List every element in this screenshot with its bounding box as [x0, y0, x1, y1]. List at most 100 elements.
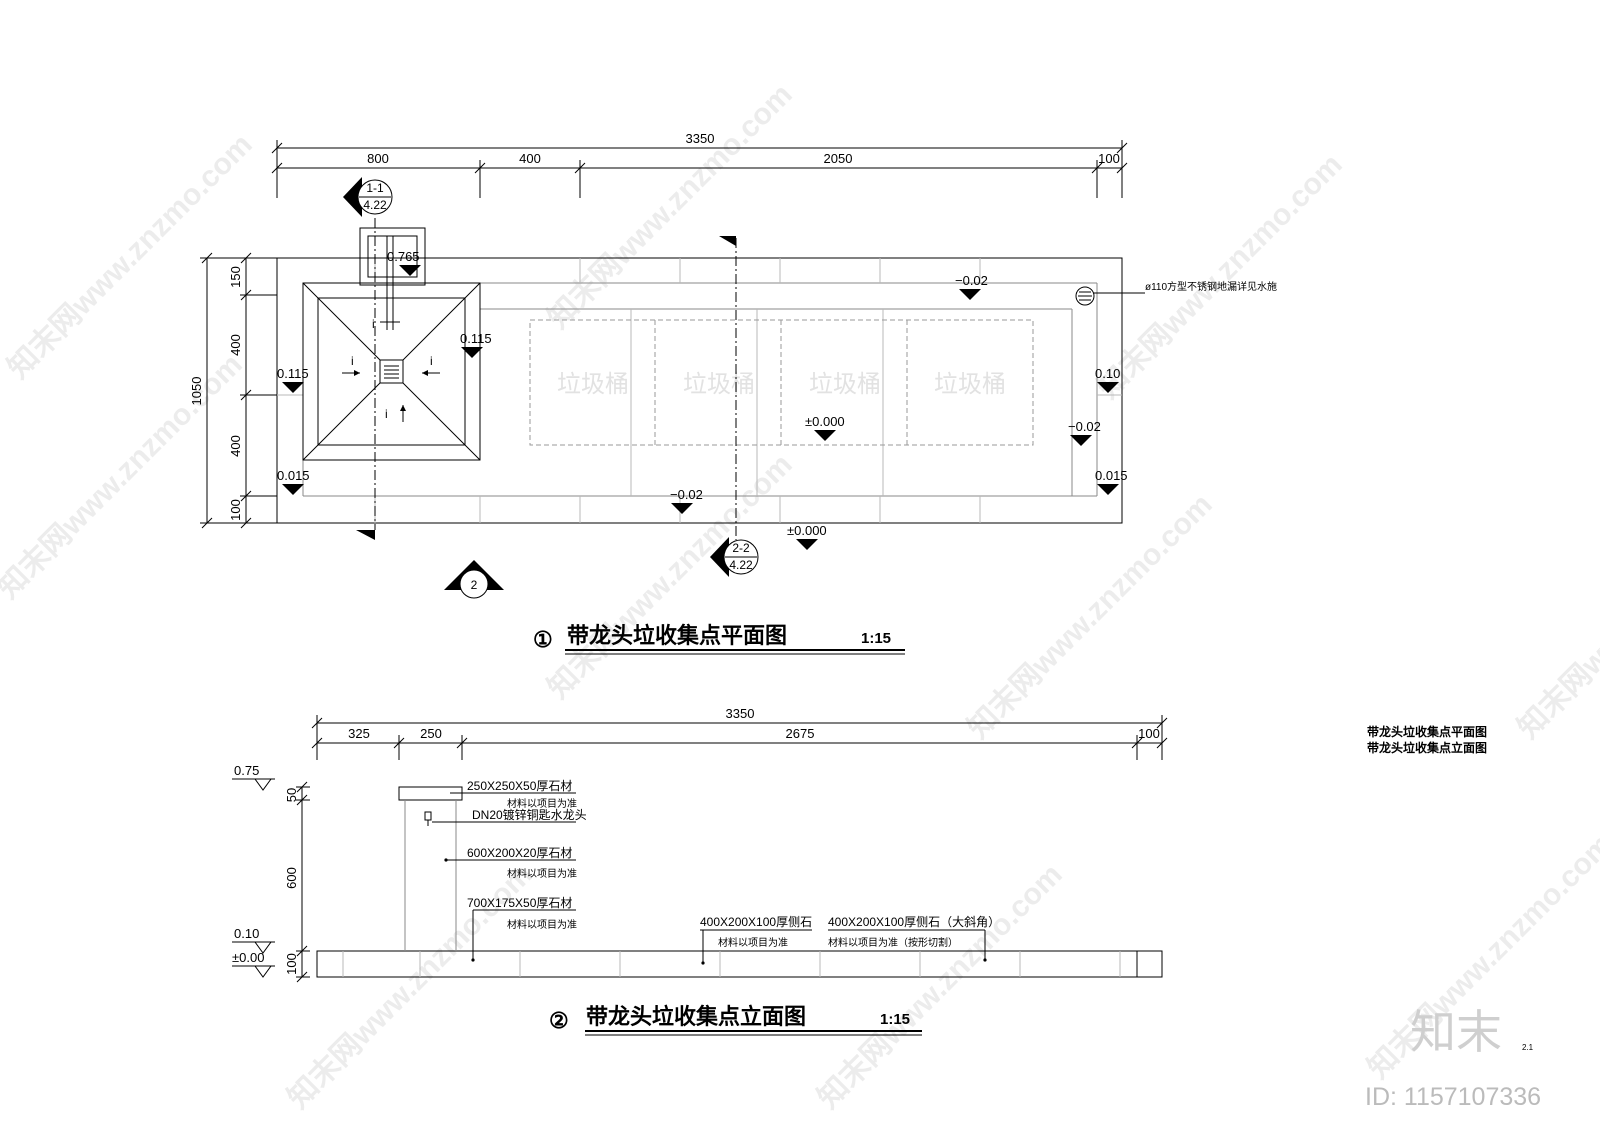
dim-segment: 400 — [228, 334, 243, 356]
elevation-value: 0.015 — [1095, 468, 1128, 483]
bin-label: 垃圾桶 — [683, 371, 755, 398]
arrowhead-icon — [422, 370, 428, 376]
plan-title: 带龙头垃收集点平面图 — [567, 623, 787, 648]
section-arrow-icon — [343, 177, 362, 217]
elevation-title-block: ② 带龙头垃收集点立面图 1:15 — [549, 1004, 922, 1036]
note-sub: 材料以项目为准 — [507, 867, 577, 880]
elevation-value: 0.115 — [460, 331, 492, 346]
elevation-value: −0.02 — [955, 273, 988, 288]
curb-slab — [316, 950, 1163, 978]
watermark: 知末网www.znzmo.com — [812, 858, 1069, 1115]
elevation-triangle-icon — [671, 503, 693, 514]
slope-mark: i — [372, 317, 375, 331]
elevation-value: ±0.000 — [787, 523, 827, 538]
note-main: 400X200X100厚侧石（大斜角） — [828, 915, 1000, 929]
section-end-flag-icon — [719, 236, 736, 246]
plan-scale: 1:15 — [861, 630, 891, 647]
elevation-triangle-icon — [1070, 435, 1092, 446]
elevation-view: 3350 325 250 2675 100 50 600 100 0.75 0.… — [232, 706, 1168, 1036]
dim-segment: 50 — [284, 788, 299, 802]
leader-dot — [983, 958, 987, 962]
dim-total: 3350 — [726, 706, 755, 721]
elevation-triangle-icon — [282, 484, 304, 495]
note-main: 400X200X100厚侧石 — [700, 915, 812, 929]
basin-inner — [317, 297, 466, 446]
leader-dot — [701, 961, 705, 965]
material-notes: 250X250X50厚石材 材料以项目为准 DN20镀锌铜匙水龙头 600X20… — [432, 779, 1000, 965]
elevation-title: 带龙头垃收集点立面图 — [586, 1004, 806, 1029]
watermark: 知末网www.znzmo.com — [0, 348, 249, 605]
elevation-triangle-icon — [282, 382, 304, 393]
drawing-number: ① — [533, 627, 553, 652]
elevation-ref-bubble — [459, 569, 489, 599]
section-arrow-icon — [710, 537, 729, 577]
drawing-number: ② — [549, 1008, 569, 1033]
level-value: 0.75 — [234, 763, 259, 778]
watermark: 知末网www.znzmo.com — [1512, 488, 1600, 745]
dim-ticks — [296, 781, 310, 983]
section-end-flag-icon — [356, 530, 375, 540]
elevation-triangle-icon — [461, 347, 483, 358]
level-marks: 0.75 0.10 ±0.00 — [232, 763, 275, 978]
watermark: 知末网www.znzmo.com — [542, 78, 799, 335]
basin-slopes — [302, 282, 481, 461]
level-value: ±0.00 — [232, 950, 264, 965]
dim-segment: 150 — [228, 266, 243, 288]
note-sub: 材料以项目为准 — [718, 936, 788, 949]
level-triangle-icon — [254, 965, 272, 978]
slope-mark: i — [430, 354, 433, 368]
note-main: DN20镀锌铜匙水龙头 — [472, 807, 587, 822]
dim-total: 3350 — [686, 131, 715, 146]
dim-segment: 800 — [367, 151, 389, 166]
sheet-number: 2.1 — [1522, 1043, 1534, 1052]
leader-dot — [471, 958, 475, 962]
faucet-icon — [424, 811, 432, 821]
plan-title-block: ① 带龙头垃收集点平面图 1:15 — [533, 623, 905, 655]
leader-dot — [444, 858, 448, 862]
dim-ticks — [200, 252, 277, 529]
drain-grate-icon — [384, 365, 399, 379]
dim-ticks — [311, 715, 1168, 760]
sheet-list-item: 带龙头垃收集点立面图 — [1367, 740, 1487, 755]
section-sheet-ref: 4.22 — [729, 558, 753, 572]
watermark: 知末网www.znzmo.com — [962, 488, 1219, 745]
sheet-list: 带龙头垃收集点平面图 带龙头垃收集点立面图 — [1367, 724, 1487, 755]
section-marker-1: 1-1 4.22 — [343, 177, 393, 540]
note-sub: 材料以项目为准 — [507, 797, 577, 810]
dim-segment: 2675 — [786, 726, 815, 741]
slope-mark: i — [351, 354, 354, 368]
dim-segment: 100 — [228, 499, 243, 521]
slab-joints — [342, 951, 1121, 977]
bin-label: 垃圾桶 — [934, 371, 1006, 398]
image-id: ID: 1157107336 — [1365, 1083, 1541, 1111]
watermark: 知末网www.znzmo.com — [1092, 148, 1349, 405]
elevation-value: 0.115 — [277, 366, 309, 381]
bin-label: 垃圾桶 — [557, 371, 629, 398]
elevation-ref-number: 2 — [471, 578, 478, 592]
section-number: 1-1 — [366, 181, 384, 195]
dim-ticks — [271, 140, 1128, 198]
drain-note: ø110方型不锈钢地漏详见水施 — [1145, 280, 1277, 293]
slope-mark: i — [385, 407, 388, 421]
dim-segment: 325 — [348, 726, 370, 741]
dim-segment: 100 — [284, 953, 299, 975]
section-number: 2-2 — [732, 541, 750, 555]
arrowhead-icon — [400, 405, 406, 411]
brand-logo: 知末 — [1410, 1005, 1502, 1059]
note-sub: 材料以项目为准（按形切割） — [828, 936, 958, 949]
watermark: 知末网www.znzmo.com — [2, 128, 259, 385]
floor-drain-grate-icon — [1078, 291, 1092, 301]
dim-segment: 250 — [420, 726, 442, 741]
paving-joints — [277, 258, 1122, 523]
sheet-list-item: 带龙头垃收集点平面图 — [1367, 724, 1487, 739]
section-sheet-ref: 4.22 — [363, 198, 387, 212]
note-sub: 材料以项目为准 — [507, 918, 577, 931]
basin-outer — [302, 282, 481, 461]
elevation-triangle-icon — [1097, 382, 1119, 393]
elevation-triangle-icon — [1097, 484, 1119, 495]
dim-segment: 400 — [228, 435, 243, 457]
note-main: 600X200X20厚石材 — [467, 846, 572, 860]
elevation-value: 0.765 — [387, 249, 420, 264]
elevation-triangle-icon — [959, 289, 981, 300]
